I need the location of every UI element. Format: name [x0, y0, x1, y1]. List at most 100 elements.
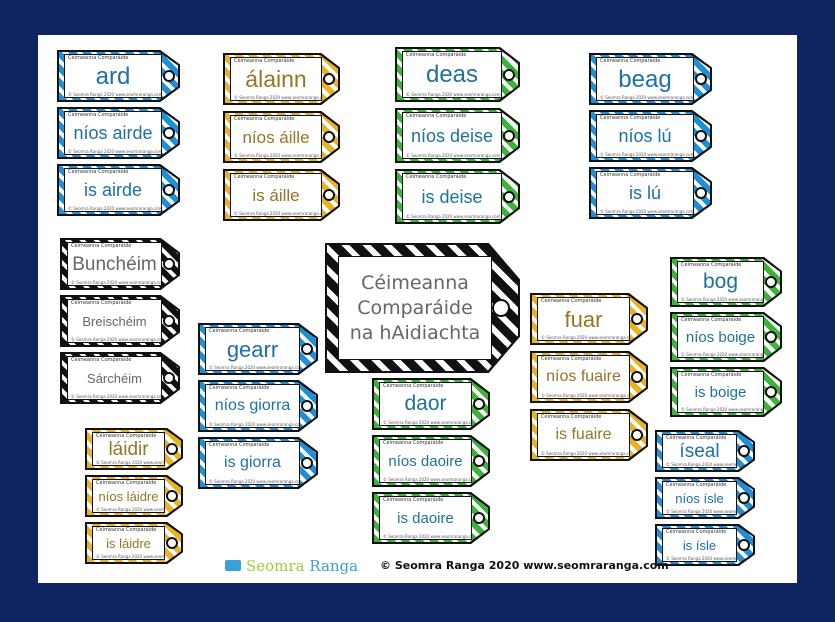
- tag-word: is boige: [694, 383, 747, 401]
- tag-footer: © Seomra Ranga 2020 www.seomraranga.com: [71, 280, 162, 285]
- tag-word: is giorra: [224, 454, 281, 472]
- copyright-text: © Seomra Ranga 2020 www.seomraranga.com: [380, 559, 669, 572]
- tag-footer: © Seomra Ranga 2020 www.seomraranga.com: [71, 336, 162, 342]
- tag-footer: © Seomra Ranga 2020 www.seomraranga.com: [234, 94, 322, 100]
- tag-word: gearr: [226, 336, 279, 362]
- tag-footer: © Seomra Ranga 2020 www.seomraranga.com: [406, 152, 501, 158]
- title-tag: Céimeanna Comparáide na hAidiachta: [325, 243, 520, 373]
- tag-word: níos daoire: [388, 452, 463, 470]
- tag-header: Céimeanna Comparáide: [681, 262, 742, 268]
- tag-header: Céimeanna Comparáide: [68, 55, 129, 61]
- tag-footer: © Seomra Ranga 2020 www.seomraranga.com: [383, 419, 472, 425]
- tag-word: níos ísle: [675, 490, 724, 506]
- tag-word: níos deise: [410, 125, 494, 146]
- tag-header: Céimeanna Comparáide: [68, 112, 129, 118]
- tag-word: is láidre: [106, 535, 151, 551]
- tag-footer: © Seomra Ranga 2020 www.seomraranga.com: [68, 148, 162, 154]
- tag-word: níos airde: [73, 123, 153, 144]
- tag-hole-icon: [323, 131, 335, 143]
- tag-hole-icon: [323, 189, 335, 201]
- title-line-1: Céimeanna: [361, 271, 469, 294]
- tag-word: daor: [404, 392, 447, 416]
- tag-hole-icon: [695, 73, 707, 85]
- tag-inner: Céimeanna Comparáide daor © Seomra Ranga 2…: [379, 382, 472, 426]
- tag-header: Céimeanna Comparáide: [406, 52, 467, 58]
- tag-header: Céimeanna Comparáide: [96, 480, 157, 486]
- tag-hole-icon: [631, 371, 643, 383]
- tag-word: bog: [702, 270, 739, 294]
- tag-header: Céimeanna Comparáide: [666, 529, 727, 535]
- tag-hole-icon: [163, 184, 175, 196]
- tag-footer: © Seomra Ranga 2020 www.seomraranga.com: [541, 335, 630, 340]
- tag-hole-icon: [765, 386, 777, 398]
- tag-inner: Céimeanna Comparáide níos airde © Seomra R…: [64, 111, 162, 155]
- logo-text-a: Seomra: [246, 557, 305, 575]
- tag-footer: © Seomra Ranga 2020 www.seomraranga.com: [96, 506, 165, 512]
- tag-hole-icon: [765, 331, 777, 343]
- tag-hole-icon: [301, 400, 313, 412]
- tag-word: Bunchéim: [72, 253, 157, 275]
- tag-word: níos boige: [685, 328, 756, 346]
- tag-word: beag: [618, 65, 672, 93]
- tag-footer: © Seomra Ranga 2020 www.seomraranga.com: [681, 352, 764, 357]
- tag-header: Céimeanna Comparáide: [71, 357, 132, 363]
- tag-footer: © Seomra Ranga 2020 www.seomraranga.com: [209, 421, 300, 427]
- tag-header: Céimeanna Comparáide: [209, 442, 270, 448]
- tag-hole-icon: [473, 512, 485, 524]
- tag-hole-icon: [166, 490, 178, 502]
- tag-header: Céimeanna Comparáide: [234, 116, 295, 122]
- tag-footer: © Seomra Ranga 2020 www.seomraranga.com: [600, 208, 694, 214]
- tag-header: Céimeanna Comparáide: [209, 328, 270, 334]
- tag-footer: © Seomra Ranga 2020 www.seomraranga.com: [541, 450, 630, 456]
- tag-header: Céimeanna Comparáide: [383, 383, 444, 389]
- word-tag: Céimeanna Comparáide daor © Seomra Ranga 2…: [372, 378, 490, 430]
- tag-hole-icon: [166, 443, 178, 455]
- tag-hole-icon: [738, 492, 750, 504]
- tag-header: Céimeanna Comparáide: [666, 482, 727, 488]
- tag-footer: © Seomra Ranga 2020 www.seomraranga.com: [68, 205, 162, 211]
- tag-header: Céimeanna Comparáide: [541, 356, 602, 362]
- tag-hole-icon: [166, 537, 178, 549]
- tag-word: is deise: [421, 186, 483, 207]
- tag-word: Sárchéim: [87, 370, 142, 386]
- word-tag: Céimeanna Comparáide níos airde © Seomra R…: [57, 107, 180, 159]
- tag-footer: © Seomra Ranga 2020 www.seomraranga.com: [600, 151, 694, 157]
- tag-footer: © Seomra Ranga 2020 www.seomraranga.com: [600, 95, 694, 100]
- tag-hole-icon: [503, 68, 515, 81]
- tag-word: Breischéim: [82, 313, 147, 329]
- tag-inner: Céimeanna Comparáide na hAidiachta: [338, 256, 492, 360]
- word-tag: Céimeanna Comparáide is giorra © Seomra Ra…: [198, 437, 318, 489]
- tag-word: láidir: [108, 438, 149, 460]
- tag-footer: © Seomra Ranga 2020 www.seomraranga.com: [209, 478, 300, 484]
- tag-hole-icon: [163, 315, 175, 327]
- tag-hole-icon: [695, 130, 707, 142]
- tag-hole-icon: [503, 129, 515, 142]
